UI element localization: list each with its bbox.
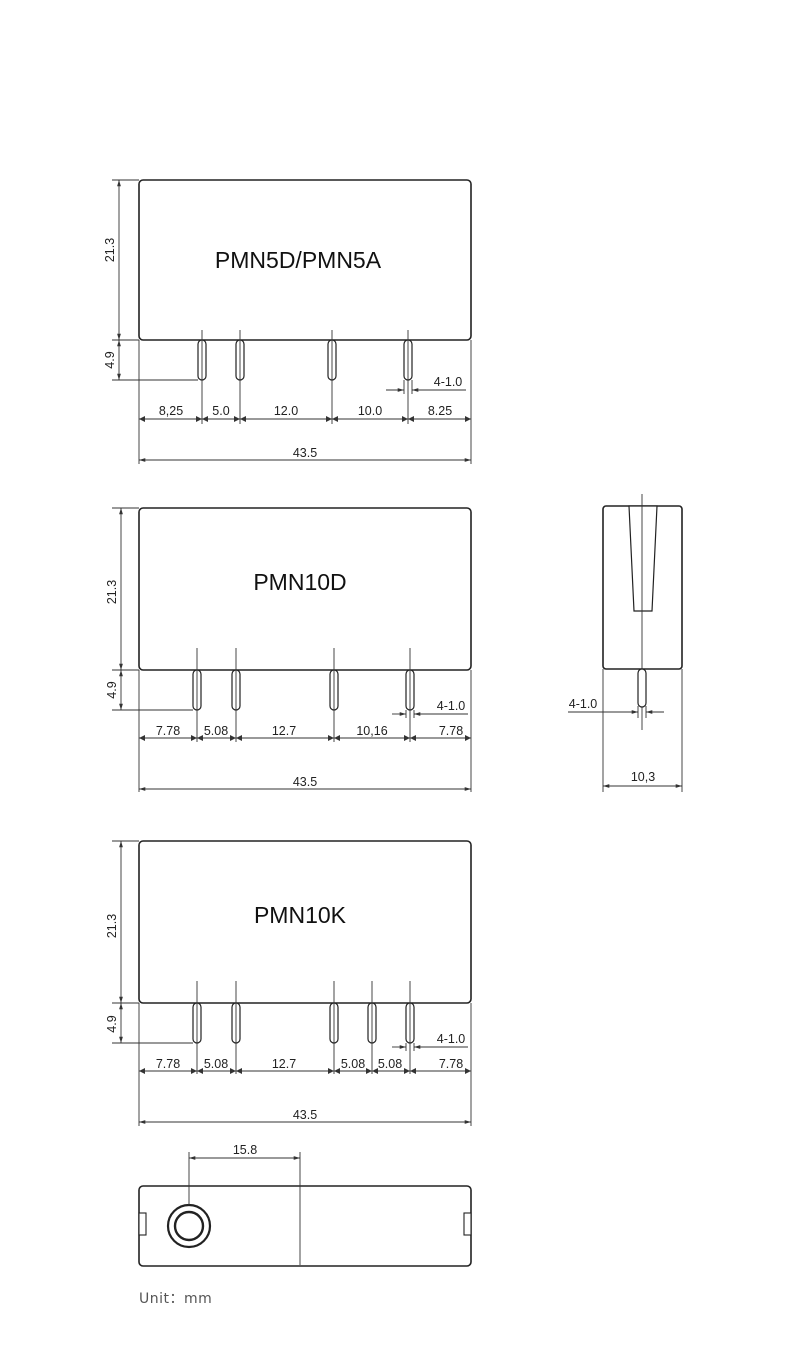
module-title: PMN10D [253,569,346,595]
view-pmn5: PMN5D/PMN5A 21.3 4.9 [103,179,472,464]
pitch-label: 8.25 [428,404,452,418]
pins [197,330,413,424]
pin-diameter-dimension: 4-1.0 [386,375,466,394]
module-body [138,507,472,671]
pitch-label: 5.08 [204,1057,228,1071]
notch [138,1212,147,1236]
pitch-label: 12.7 [272,1057,296,1071]
pin-pitch-dimensions: 7.78 5.08 12.7 10,16 7.78 [138,670,472,744]
pitch-label: 12.0 [274,404,298,418]
height-dimension: 21.3 4.9 [105,840,193,1044]
view-pmn10k: PMN10K 21.3 4.9 4-1.0 [105,840,472,1126]
hole-offset-label: 15.8 [233,1143,257,1157]
pitch-label: 5.08 [341,1057,365,1071]
module-body [138,840,472,1004]
pin-diameter-dimension: 4-1.0 [392,1032,468,1051]
unit-label: Unit：mm [139,1291,212,1307]
pin-diameter-dimension: 4-1.0 [568,697,664,718]
total-length-dimension: 43.5 [138,426,472,464]
pin-length-label: 4.9 [105,681,119,698]
total-length-dimension: 43.5 [138,744,472,792]
height-dimension: 21.3 4.9 [103,179,198,381]
pin-length-label: 4.9 [105,1015,119,1032]
height-label: 21.3 [105,580,119,604]
pin-pitch-dimensions: 7.78 5.08 12.7 5.08 5.08 7.78 [138,1003,472,1076]
width-label: 10,3 [631,770,655,784]
pitch-label: 12.7 [272,724,296,738]
module-title: PMN10K [254,902,347,928]
pin-diameter-label: 4-1.0 [437,1032,466,1046]
pitch-label: 10.0 [358,404,382,418]
pitch-label: 7.78 [439,1057,463,1071]
total-length-label: 43.5 [293,775,317,789]
pin-diameter-label: 4-1.0 [437,699,466,713]
pin-diameter-dimension: 4-1.0 [392,699,468,718]
view-top: 15.8 [138,1143,472,1267]
pitch-label: 8,25 [159,404,183,418]
total-length-label: 43.5 [293,1108,317,1122]
total-length-label: 43.5 [293,446,317,460]
pin-channel [628,505,658,612]
pin-diameter-label: 4-1.0 [434,375,463,389]
pitch-label: 5.08 [378,1057,402,1071]
pitch-label: 7.78 [156,1057,180,1071]
height-label: 21.3 [105,914,119,938]
view-side: 4-1.0 10,3 [568,494,683,792]
total-length-dimension: 43.5 [138,1076,472,1126]
pitch-label: 10,16 [356,724,387,738]
pins [192,648,415,742]
pitch-label: 7.78 [156,724,180,738]
view-pmn10d: PMN10D 21.3 4.9 4-1.0 [105,507,472,792]
notch [463,1212,472,1236]
pin-diameter-label: 4-1.0 [569,697,598,711]
module-body [138,179,472,341]
hole-offset-dimension: 15.8 [188,1143,301,1265]
pins [192,981,415,1074]
pin-length-label: 4.9 [103,351,117,368]
pin [637,668,647,708]
height-label: 21.3 [103,238,117,262]
height-dimension: 21.3 4.9 [105,507,193,711]
pin-pitch-dimensions: 8,25 5.0 12.0 10.0 8.25 [138,340,472,426]
width-dimension: 10,3 [602,669,683,792]
pitch-label: 5.08 [204,724,228,738]
pitch-label: 7.78 [439,724,463,738]
module-title: PMN5D/PMN5A [215,247,382,273]
pitch-label: 5.0 [212,404,229,418]
